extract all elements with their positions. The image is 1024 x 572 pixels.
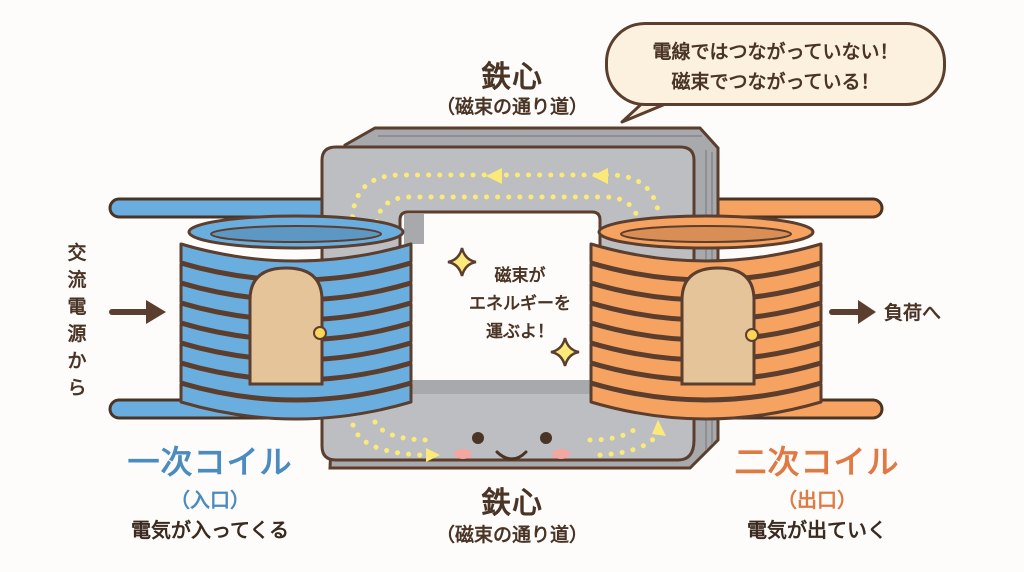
core-top-subtitle: （磁束の通り道）: [435, 96, 588, 118]
door-icon: [248, 266, 327, 386]
speech-bubble: 電線ではつながっていない！ 磁束でつながっている！: [605, 22, 946, 106]
secondary-coil-title: 二次コイル: [734, 443, 900, 481]
output-arrow-icon: [829, 300, 876, 324]
speech-bubble-line-1: 電線ではつながっていない！: [652, 41, 899, 63]
coil-turn: [179, 382, 413, 421]
core-bottom-subtitle: （磁束の通り道）: [435, 524, 588, 546]
coil-opening: [620, 225, 792, 243]
sparkle-icon: [447, 247, 580, 367]
core-top-title: 鉄心: [481, 60, 543, 95]
center-message-line-1: 磁束が: [494, 266, 546, 286]
coil-turn: [589, 382, 823, 421]
secondary-coil-description: 電気が出ていく: [747, 518, 887, 542]
speech-bubble-line-2: 磁束でつながっている！: [671, 71, 880, 93]
coil-turn: [589, 242, 823, 281]
center-message: 磁束が エネルギーを 運ぶよ！: [465, 262, 575, 346]
primary-coil-description: 電気が入ってくる: [131, 518, 289, 542]
input-arrow-icon: [109, 300, 166, 324]
center-message-line-2: エネルギーを: [469, 294, 571, 314]
primary-coil-title: 一次コイル: [127, 443, 293, 481]
door-icon: [680, 266, 759, 386]
primary-coil-subtitle: （入口）: [170, 488, 250, 512]
secondary-coil-subtitle: （出口）: [777, 488, 857, 512]
flux-path-top: [349, 172, 663, 238]
coil-opening: [210, 225, 382, 243]
smiley-face-icon: [454, 432, 570, 461]
flux-path-bottom: [350, 419, 663, 458]
output-load-label: 負荷へ: [884, 302, 942, 324]
flux-arrow-icon: [426, 420, 666, 462]
center-message-line-3: 運ぶよ！: [486, 322, 554, 342]
input-source-label: 交流電源から: [67, 242, 87, 399]
coil-turn: [179, 242, 413, 281]
secondary-coil: [589, 214, 823, 421]
core-bottom-title: 鉄心: [481, 486, 543, 521]
